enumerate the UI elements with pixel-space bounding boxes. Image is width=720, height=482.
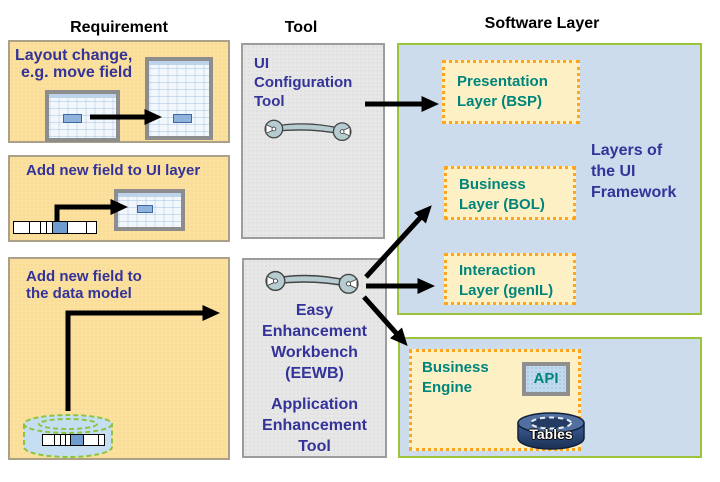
- presentation-layer-box: Presentation Layer (BSP): [442, 60, 580, 124]
- wrench-icon: [262, 266, 362, 296]
- screenshot-thumbnail-before: [45, 90, 120, 142]
- tool-box-eewb: Easy Enhancement Workbench (EEWB) Applic…: [242, 258, 387, 458]
- column-header-software-layer: Software Layer: [484, 15, 600, 32]
- business-layer-box: Business Layer (BOL): [444, 166, 576, 220]
- field-button: [63, 114, 82, 123]
- add-ui-field-label: Add new field to UI layer: [26, 162, 201, 179]
- eewb-label: Easy Enhancement Workbench (EEWB): [262, 302, 367, 382]
- db-field-strip: [42, 434, 105, 446]
- new-field-cell: [53, 221, 68, 234]
- business-engine-panel: Business Engine API Tables: [398, 337, 702, 458]
- column-header-tool: Tool: [284, 19, 318, 36]
- screenshot-thumbnail-after: [145, 57, 213, 140]
- column-header-requirement: Requirement: [70, 19, 168, 36]
- ui-framework-caption: Layers of the UI Framework: [591, 142, 677, 201]
- field-button: [173, 114, 192, 123]
- requirement-box-add-ui-field: Add new field to UI layer: [8, 155, 230, 242]
- tool-box-ui-config: UI Configuration Tool: [241, 43, 385, 239]
- requirement-box-layout-change: Layout change, e.g. move field: [8, 40, 230, 143]
- ui-config-label: UI Configuration Tool: [254, 55, 353, 110]
- layout-change-label: Layout change, e.g. move field: [15, 47, 133, 81]
- database-icon: [22, 413, 114, 460]
- tables-label: Tables: [529, 426, 573, 442]
- requirement-box-add-data-field: Add new field to the data model: [8, 257, 230, 460]
- table-field-strip: [13, 221, 97, 234]
- interaction-layer-box: Interaction Layer (genIL): [444, 253, 576, 305]
- add-data-field-label: Add new field to the data model: [26, 268, 142, 302]
- aet-label: Application Enhancement Tool: [262, 396, 367, 455]
- software-layer-panel: Presentation Layer (BSP) Business Layer …: [397, 43, 702, 315]
- field-button: [137, 205, 153, 213]
- tables-database-icon: Tables: [515, 410, 587, 452]
- business-engine-label: Business Engine: [422, 359, 489, 396]
- new-field-cell: [71, 434, 84, 446]
- api-box: API: [522, 362, 570, 396]
- screenshot-thumbnail-ui: [114, 189, 185, 231]
- business-engine-box: Business Engine API Tables: [409, 349, 585, 451]
- wrench-icon: [262, 115, 354, 143]
